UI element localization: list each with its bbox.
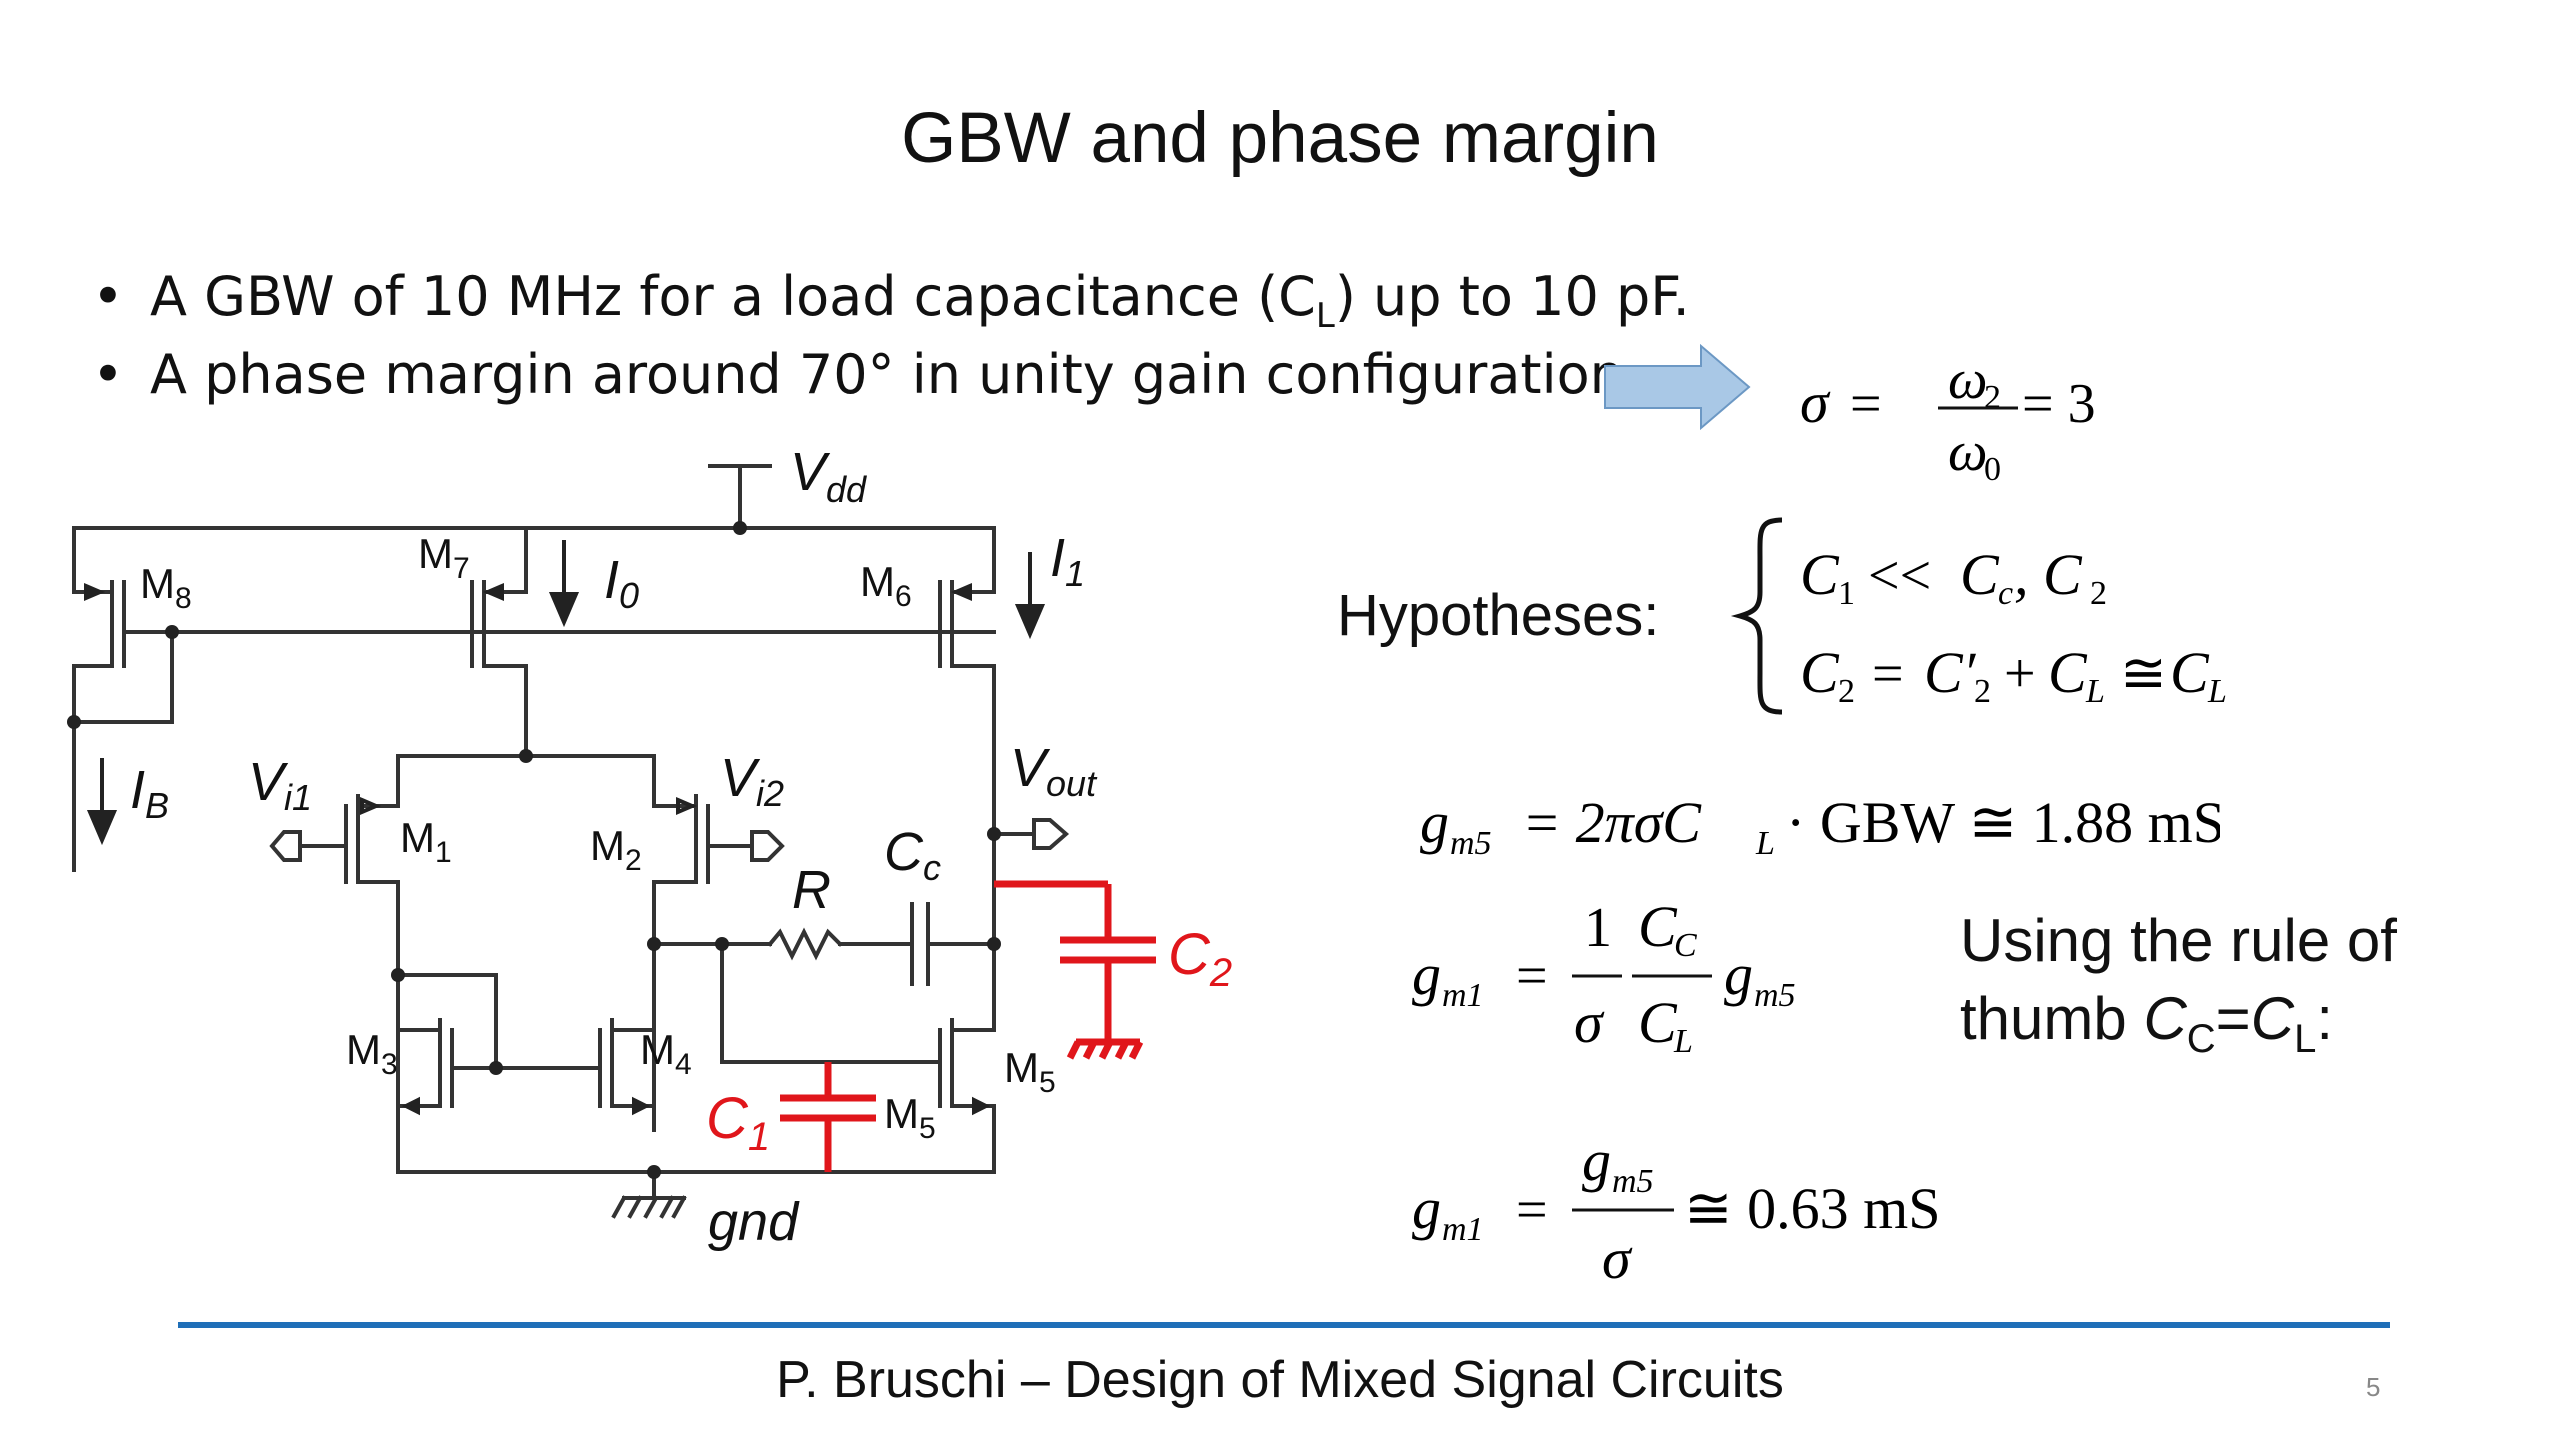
svg-text:=: =: [1516, 945, 1548, 1007]
vout-label: Vout: [1010, 738, 1098, 804]
m1-label: M1: [400, 814, 452, 869]
m8-label: M8: [140, 560, 192, 615]
svg-text:=: =: [1872, 643, 1904, 705]
svg-text:C: C: [1674, 927, 1697, 964]
svg-text:L: L: [1673, 1023, 1693, 1060]
svg-text:2: 2: [1838, 673, 1855, 710]
svg-text:C′: C′: [1924, 640, 1977, 705]
svg-text:<<: <<: [1868, 545, 1931, 607]
m3-label: M3: [346, 1026, 398, 1081]
svg-text:2: 2: [2090, 575, 2107, 612]
hypotheses-label: Hypotheses:: [1337, 583, 1660, 648]
svg-text:m5: m5: [1450, 825, 1492, 862]
svg-text:2: 2: [1974, 673, 1991, 710]
m5-label: M5: [1004, 1044, 1056, 1099]
i1-label: I1: [1050, 528, 1085, 594]
svg-text:ω: ω: [1948, 356, 1988, 411]
c1-label: C1: [706, 1086, 770, 1159]
m7-label: M7: [418, 530, 470, 585]
svg-text:= 3: = 3: [2022, 373, 2096, 435]
svg-text:C: C: [1800, 640, 1840, 705]
svg-text:c: c: [1998, 575, 2013, 612]
gnd-label: gnd: [708, 1192, 800, 1252]
gm1-equation-ratio: g m1 = 1 σ C C C L g m5: [1412, 894, 1796, 1060]
svg-text:g: g: [1420, 790, 1449, 855]
svg-text:m5: m5: [1754, 977, 1796, 1014]
m2-label: M2: [590, 822, 642, 877]
svg-text:C: C: [1638, 894, 1678, 959]
bullet-dot: •: [92, 343, 124, 406]
vi2-label: Vi2: [720, 748, 784, 814]
svg-text:L: L: [1755, 825, 1775, 862]
svg-text:m5: m5: [1612, 1163, 1654, 1200]
hypotheses-system: C 1 << C c , C 2 C 2 = C′ 2 + C L ≅ C L: [1730, 517, 2227, 715]
svg-text:m1: m1: [1442, 1211, 1484, 1248]
bullet-item: • A GBW of 10 MHz for a load capacitance…: [92, 258, 1690, 336]
svg-text:g: g: [1412, 942, 1441, 1007]
svg-text:1: 1: [1838, 575, 1855, 612]
gm1-equation-value: g m1 = g m5 σ ≅ 0.63 mS: [1412, 1128, 1940, 1291]
svg-text:≅ 0.63 mS: ≅ 0.63 mS: [1684, 1176, 1940, 1241]
svg-text:g: g: [1724, 942, 1753, 1007]
svg-text:≅: ≅: [2120, 643, 2167, 705]
svg-text:C: C: [1800, 542, 1840, 607]
rule-of-thumb-note: Using the rule of thumb CC=CL:: [1960, 907, 2397, 1061]
svg-text:L: L: [2207, 673, 2227, 710]
svg-text:σ: σ: [1800, 370, 1831, 435]
svg-text:C: C: [1638, 990, 1678, 1055]
svg-text:C: C: [2170, 640, 2210, 705]
r-label: R: [792, 860, 831, 920]
svg-text:0: 0: [1984, 451, 2001, 488]
svg-text:ω: ω: [1948, 421, 1988, 483]
svg-text:C: C: [1960, 542, 2000, 607]
opamp-schematic: Vdd M8 M7 M6 I0 I1 IB Vi1 Vi2 Vout M1 M2…: [67, 442, 1232, 1252]
svg-text:2: 2: [1984, 379, 2001, 416]
footer-text: P. Bruschi – Design of Mixed Signal Circ…: [776, 1351, 1784, 1409]
vi1-label: Vi1: [248, 752, 312, 818]
gm5-equation: g m5 = 2πσC L · GBW ≅ 1.88 mS: [1420, 790, 2220, 862]
right-arrow-icon: [1604, 344, 1751, 430]
svg-text:m1: m1: [1442, 977, 1484, 1014]
svg-text:L: L: [2085, 673, 2105, 710]
m4-label: M4: [640, 1026, 692, 1081]
page-number: 5: [2366, 1372, 2381, 1402]
svg-text:σ: σ: [1574, 990, 1605, 1055]
bullet-item: • A phase margin around 70° in unity gai…: [92, 336, 1690, 414]
svg-text:+: +: [2004, 643, 2036, 705]
i0-label: I0: [604, 550, 639, 616]
vdd-label: Vdd: [790, 442, 867, 510]
footer-divider: [178, 1322, 2390, 1328]
svg-text:σ: σ: [1602, 1226, 1633, 1291]
svg-text:, C: , C: [2014, 542, 2083, 607]
svg-text:C: C: [2048, 640, 2088, 705]
svg-text:g: g: [1582, 1128, 1611, 1193]
svg-text:=: =: [1516, 1179, 1548, 1241]
bullet-dot: •: [92, 265, 124, 328]
ib-label: IB: [130, 760, 169, 826]
cc-label: Cc: [884, 822, 941, 888]
svg-text:= 2πσC: = 2πσC: [1522, 790, 1702, 855]
sigma-equation: σ = ω 2 ω 0 = 3: [1800, 356, 2096, 488]
svg-text:=: =: [1850, 373, 1882, 435]
m6-label: M6: [860, 558, 912, 613]
svg-text:· GBW ≅ 1.88 mS: · GBW ≅ 1.88 mS: [1786, 790, 2220, 855]
m5-label-left: M5: [884, 1090, 936, 1145]
slide-title: GBW and phase margin: [901, 99, 1659, 178]
c2-label: C2: [1168, 922, 1232, 995]
svg-text:1: 1: [1584, 897, 1612, 959]
bullet-list: • A GBW of 10 MHz for a load capacitance…: [92, 258, 1690, 414]
svg-text:g: g: [1412, 1176, 1441, 1241]
